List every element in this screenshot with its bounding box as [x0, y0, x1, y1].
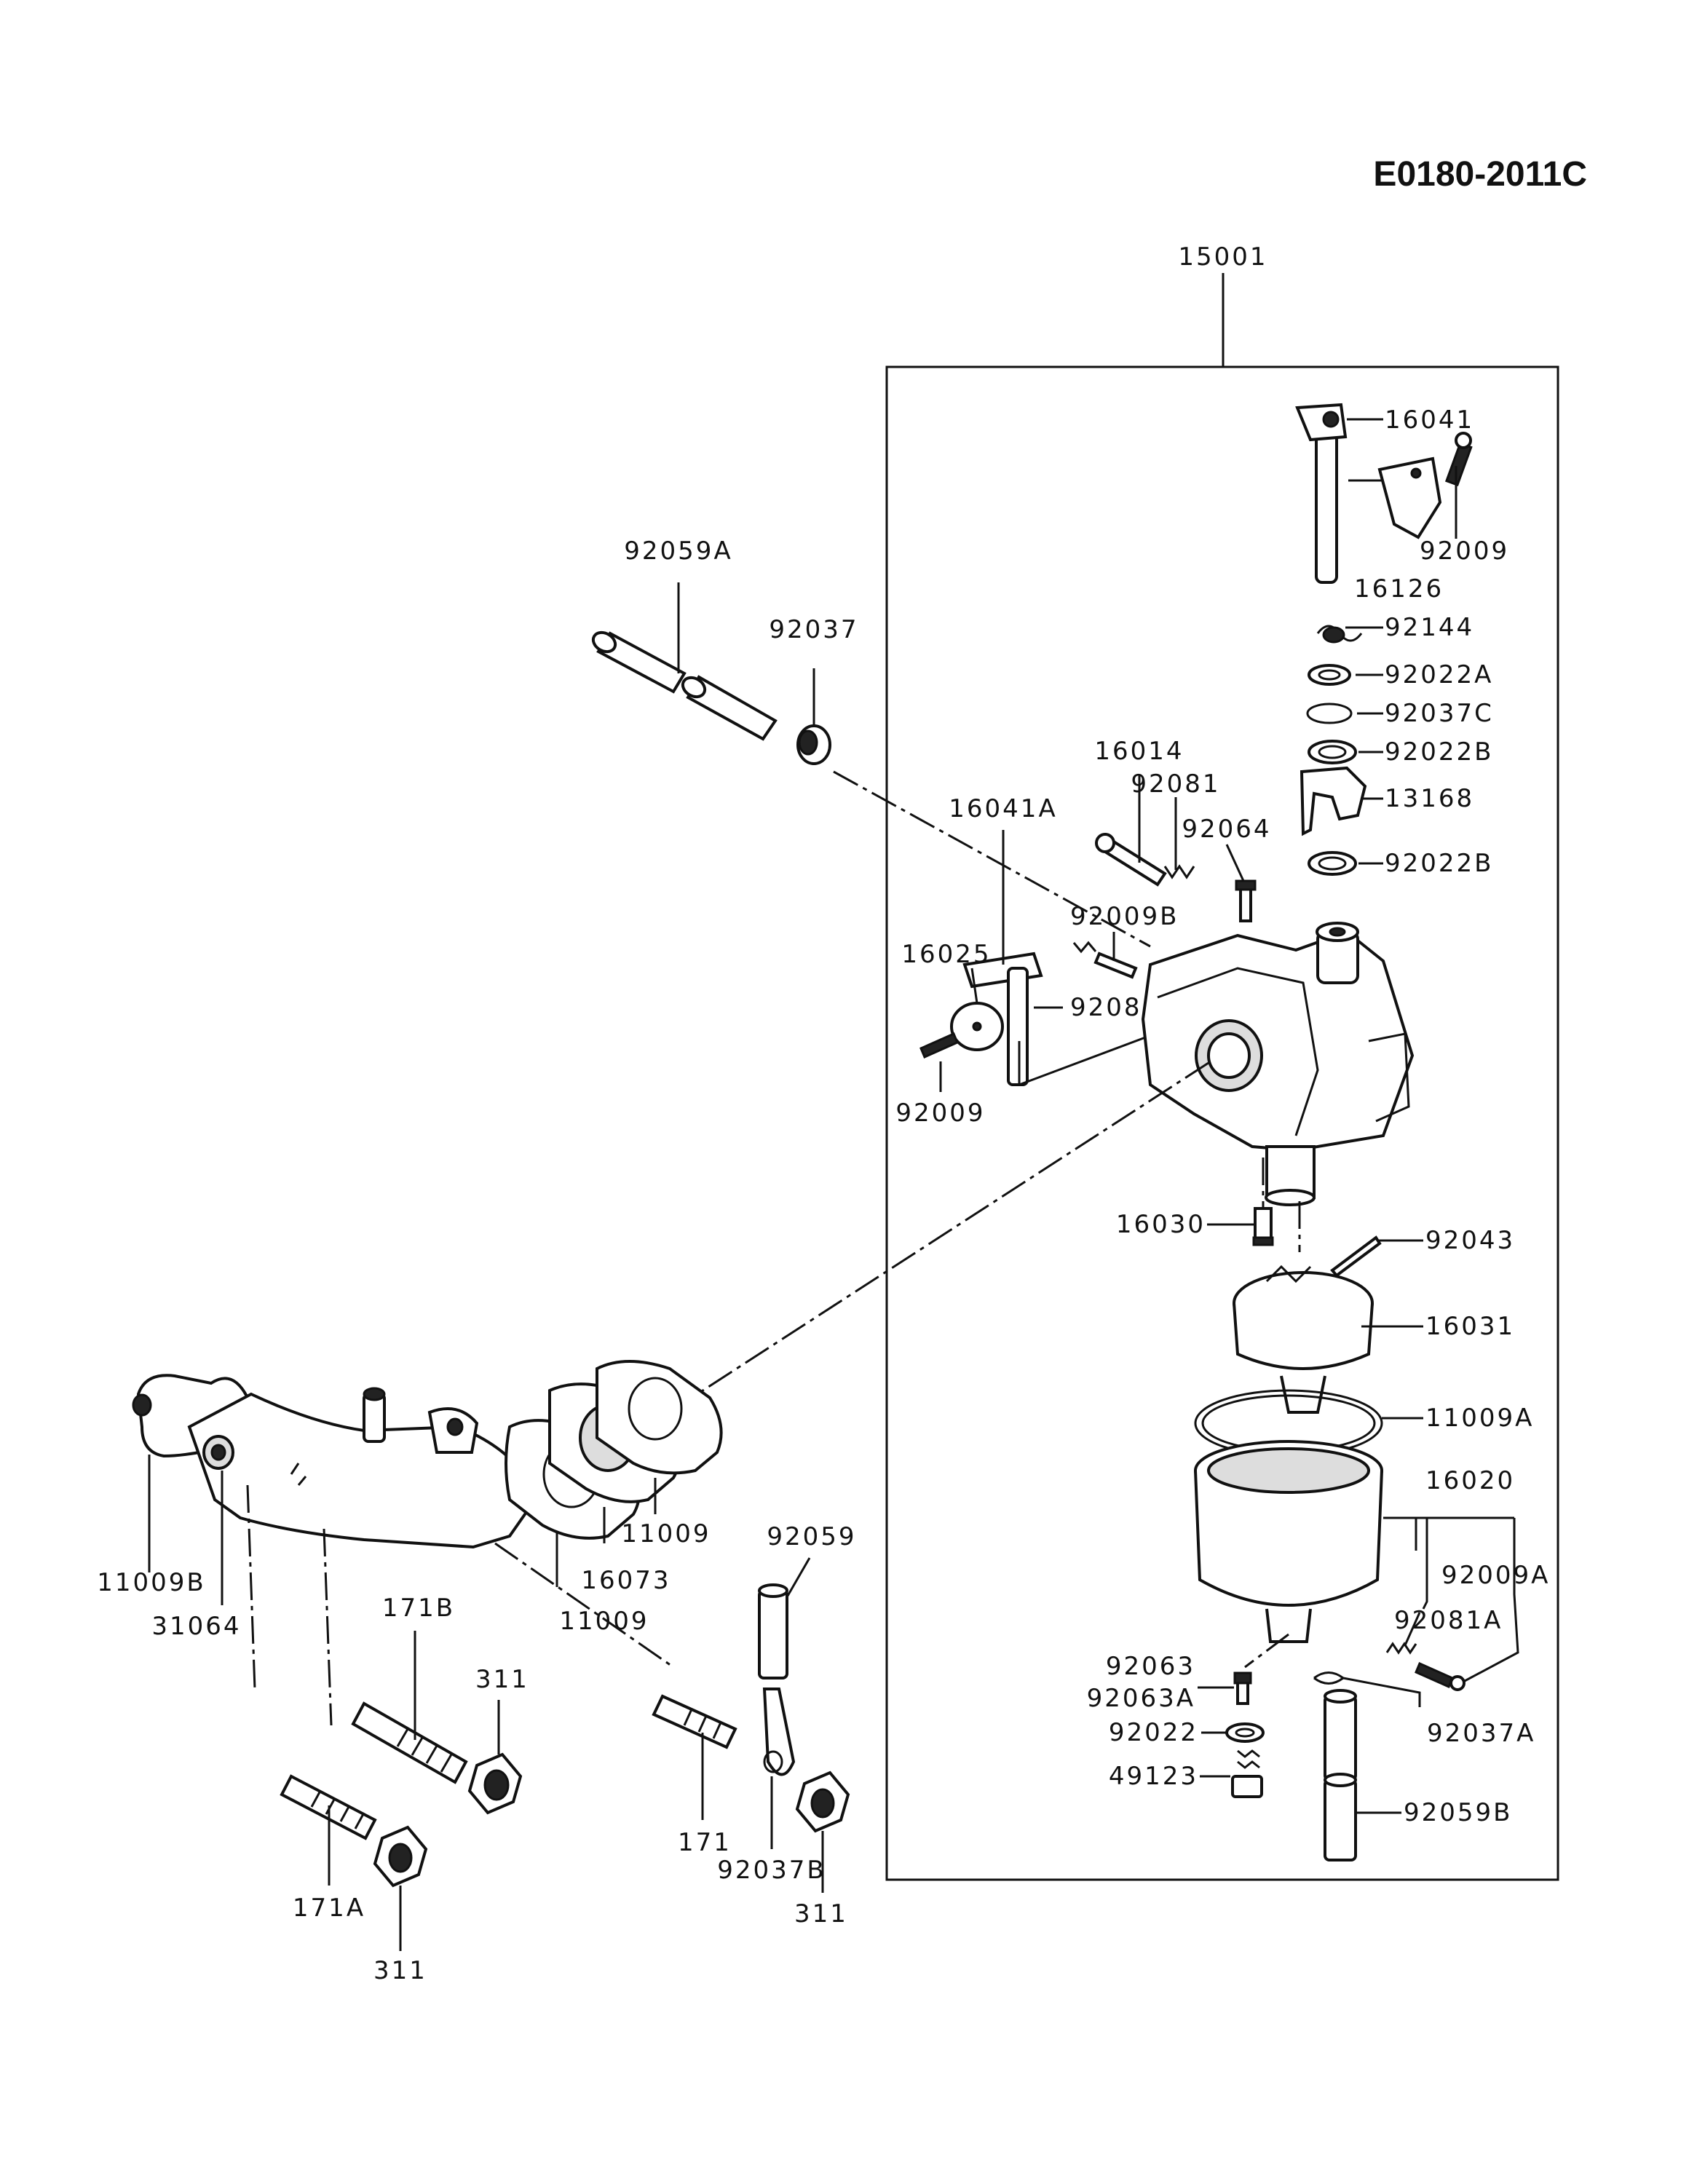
part-49123-drain-screw [1231, 1749, 1263, 1798]
assembly-15001-box: 15001 [885, 242, 1559, 1881]
label-11009B: 11009B [97, 1568, 205, 1597]
part-92064-pin [1235, 879, 1257, 922]
part-92022-washer [1225, 1722, 1265, 1743]
diagram-code: E0180-2011C [1373, 155, 1587, 194]
label-92064: 92064 [1182, 815, 1271, 844]
part-92037-clamp [796, 724, 831, 765]
label-92022B-1: 92022B [1385, 737, 1493, 767]
part-92022B-washer-1 [1308, 740, 1357, 764]
part-16073-intake-pipe [132, 1374, 537, 1549]
part-92059-hose-small [758, 1583, 788, 1679]
label-92059A: 92059A [624, 537, 732, 566]
part-92063-screw [1233, 1671, 1252, 1705]
part-92059B-hose [1324, 1689, 1357, 1861]
label-92009-left: 92009 [895, 1099, 985, 1128]
part-92059A-hose [591, 630, 778, 741]
part-16031-float [1233, 1265, 1374, 1414]
part-92009-screw-top [1444, 432, 1473, 486]
label-16126: 16126 [1354, 574, 1444, 604]
label-311-a: 311 [475, 1665, 529, 1694]
label-92037B: 92037B [717, 1856, 826, 1885]
label-92022A: 92022A [1385, 660, 1493, 689]
part-92081A-spring [1385, 1642, 1417, 1655]
part-92043-pin [1330, 1235, 1382, 1278]
label-16073: 16073 [581, 1566, 671, 1595]
part-171B-stud [351, 1701, 468, 1784]
part-92037C-ring [1306, 703, 1353, 724]
part-92022B-washer-2 [1308, 851, 1357, 876]
part-16030-jet [1252, 1207, 1274, 1246]
label-31064: 31064 [151, 1612, 241, 1641]
label-311-b: 311 [794, 1899, 848, 1928]
part-16025-valve [950, 1002, 1004, 1051]
assembly-label: 15001 [1178, 242, 1267, 272]
label-92081: 92081 [1131, 769, 1220, 799]
label-92063: 92063 [1106, 1652, 1195, 1681]
part-92144-spring [1316, 625, 1363, 644]
label-16041A: 16041A [949, 794, 1057, 823]
label-171A: 171A [293, 1894, 365, 1923]
part-92009-screw-left [919, 1032, 959, 1059]
part-311-nut-a [467, 1752, 523, 1815]
part-311-nut-c [373, 1825, 428, 1888]
label-92009-top: 92009 [1420, 537, 1509, 566]
label-11009-b: 11009 [559, 1607, 649, 1636]
part-92009B-screw [1072, 941, 1138, 979]
label-92144: 92144 [1385, 613, 1474, 642]
part-13168-lever [1300, 766, 1367, 836]
label-92037C: 92037C [1385, 699, 1494, 728]
part-16020-float-bowl [1194, 1440, 1383, 1643]
part-16126-plate [1377, 456, 1442, 539]
part-92081-spring [1163, 864, 1195, 879]
label-92043: 92043 [1425, 1226, 1515, 1255]
label-11009-a: 11009 [621, 1519, 711, 1548]
part-92037A-clip [1313, 1671, 1345, 1685]
part-311-nut-b [795, 1770, 850, 1833]
part-16041-shaft [1295, 403, 1348, 584]
part-171-stud [652, 1694, 737, 1749]
label-92022: 92022 [1109, 1718, 1198, 1747]
label-92037A: 92037A [1427, 1719, 1535, 1748]
label-13168: 13168 [1385, 784, 1474, 813]
label-16025: 16025 [901, 940, 991, 969]
part-92009A-screw [1415, 1662, 1465, 1691]
label-11009A: 11009A [1425, 1404, 1534, 1433]
label-92059: 92059 [767, 1522, 856, 1551]
label-92022B-2: 92022B [1385, 849, 1493, 878]
part-carburetor-body [1141, 922, 1415, 1206]
part-16041A-shaft [962, 951, 1043, 1086]
label-92063A: 92063A [1087, 1684, 1195, 1713]
label-311-c: 311 [373, 1956, 427, 1985]
label-16041: 16041 [1385, 405, 1474, 435]
label-92009B: 92009B [1070, 902, 1179, 931]
label-16031: 16031 [1425, 1312, 1515, 1341]
part-92022A-washer [1308, 664, 1351, 686]
label-16030: 16030 [1116, 1210, 1206, 1239]
part-92037B-clip [762, 1688, 796, 1776]
label-92037: 92037 [769, 615, 858, 644]
part-16014-screw [1095, 833, 1167, 887]
label-171: 171 [678, 1828, 732, 1857]
part-11009-gasket-2 [596, 1360, 723, 1475]
label-16020: 16020 [1425, 1466, 1515, 1495]
label-49123: 49123 [1109, 1762, 1198, 1791]
label-171B: 171B [382, 1594, 455, 1623]
label-16014: 16014 [1094, 737, 1184, 766]
label-92009A: 92009A [1441, 1561, 1550, 1590]
label-92059B: 92059B [1404, 1798, 1512, 1827]
